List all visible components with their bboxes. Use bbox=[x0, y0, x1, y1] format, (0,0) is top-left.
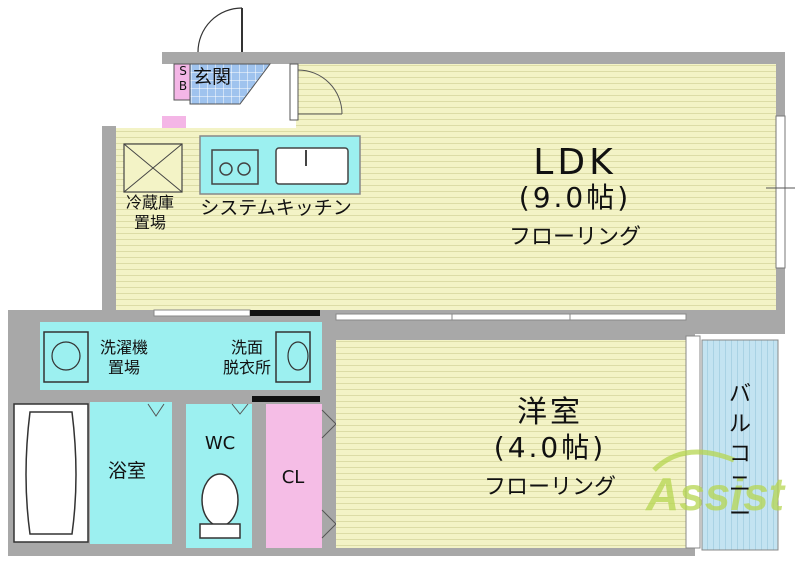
closet-label: CL bbox=[281, 467, 305, 488]
ldk-flooring: フローリング bbox=[508, 225, 641, 250]
fridge-space-label: 冷蔵庫 置場 bbox=[125, 193, 174, 232]
entrance-door bbox=[194, 7, 244, 53]
balcony-label: バ ル コ ニ ー bbox=[728, 382, 751, 527]
bathroom-floor bbox=[90, 402, 172, 544]
shoe-box-label: S B bbox=[178, 64, 188, 93]
washer-space-label: 洗濯機 置場 bbox=[99, 338, 148, 377]
ldk-door bbox=[289, 63, 343, 121]
western-room-floor bbox=[336, 340, 686, 548]
shoe-box bbox=[173, 63, 191, 101]
western-room-flooring: フローリング bbox=[483, 475, 616, 500]
washer-space bbox=[43, 331, 89, 383]
svg-text:Assist: Assist bbox=[645, 468, 786, 520]
ldk-label: LDK bbox=[533, 142, 617, 183]
bathroom-label: 浴室 bbox=[107, 460, 146, 482]
ldk-window bbox=[775, 115, 786, 269]
western-room-label: 洋室 bbox=[517, 395, 583, 430]
toilet-fixture bbox=[199, 473, 241, 539]
toilet-label: WC bbox=[204, 433, 236, 454]
entrance-label: 玄関 bbox=[193, 66, 232, 88]
ldk-size: (9.0帖) bbox=[518, 181, 632, 214]
western-room-size: (4.0帖) bbox=[493, 431, 607, 464]
kitchen-label: システムキッチン bbox=[200, 197, 352, 219]
washroom-label: 洗面 脱衣所 bbox=[222, 338, 271, 377]
balcony-floor bbox=[701, 339, 779, 551]
closet-floor bbox=[266, 404, 322, 548]
watermark-logo: Assist bbox=[645, 449, 786, 520]
